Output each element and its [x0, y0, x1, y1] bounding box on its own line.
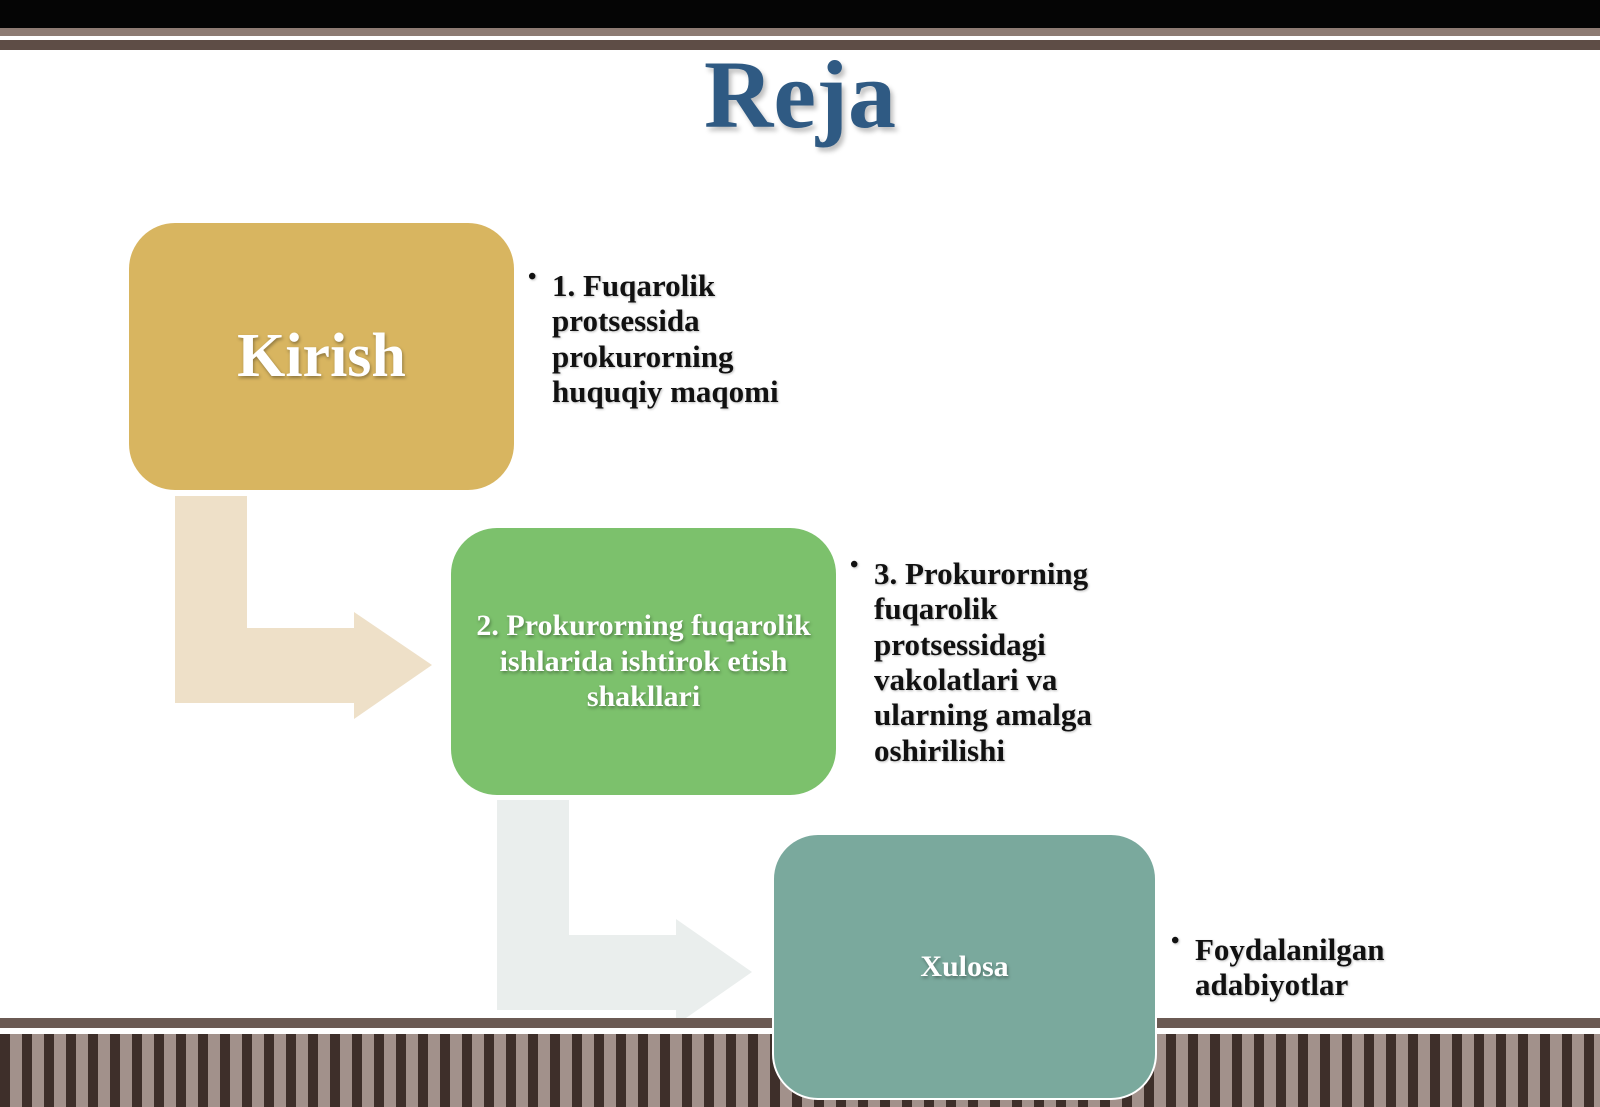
bullet-dot: • — [850, 552, 859, 578]
bullet-text: Foydalanilgan adabiyotlar — [1195, 932, 1385, 1003]
bullet-text: 3. Prokurorning fuqarolik protsessidagi … — [874, 556, 1092, 768]
flow-arrow-1 — [175, 496, 432, 719]
bullet-dot: • — [1171, 928, 1180, 954]
flow-box-participation-forms: 2. Prokurorning fuqarolik ishlarida isht… — [451, 528, 836, 795]
bullet-item-powers: • 3. Prokurorning fuqarolik protsessidag… — [850, 552, 1134, 768]
top-stripe — [0, 40, 1600, 50]
bullet-item-literature: • Foydalanilgan adabiyotlar — [1171, 928, 1455, 1003]
bullet-text: 1. Fuqarolik protsessida prokurorning hu… — [552, 268, 779, 409]
bullet-dot: • — [528, 264, 537, 290]
top-bar — [0, 0, 1600, 28]
flow-box-kirish: Kirish — [129, 223, 514, 490]
flow-box-xulosa: Xulosa — [772, 833, 1157, 1100]
slide-title: Reja — [704, 41, 896, 148]
bullet-item-legal-status: • 1. Fuqarolik protsessida prokurorning … — [528, 264, 792, 409]
top-stripe — [0, 28, 1600, 36]
flow-arrow-2 — [497, 800, 752, 1025]
